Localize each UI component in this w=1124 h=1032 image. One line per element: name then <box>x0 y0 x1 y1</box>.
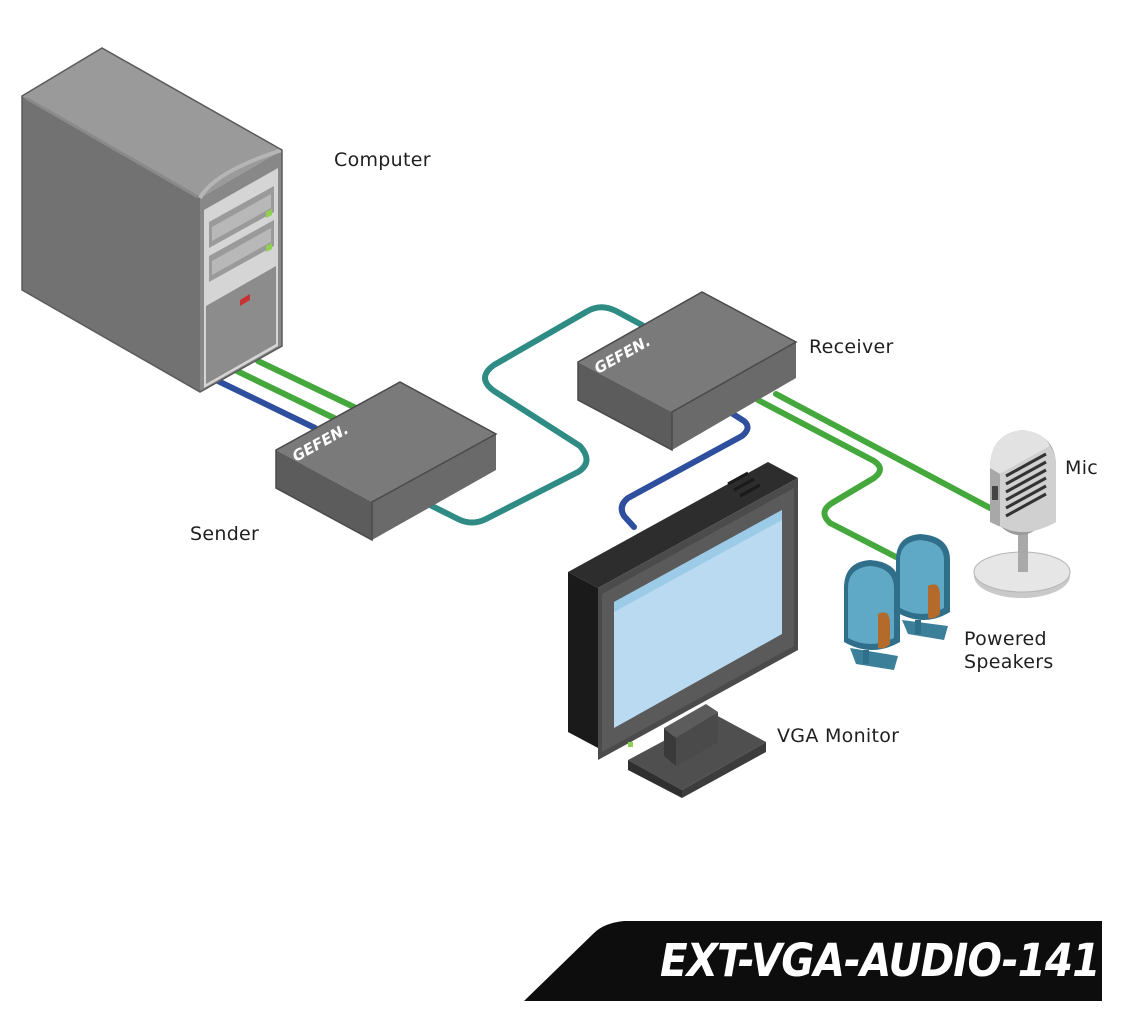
sender-label: Sender <box>190 523 260 545</box>
speaker-left <box>844 560 900 670</box>
powered-speakers-label-line2: Speakers <box>964 651 1054 673</box>
computer-label: Computer <box>334 149 431 171</box>
mic-device <box>973 430 1071 598</box>
powered-speakers-label-line1: Powered <box>964 628 1047 650</box>
vga-cable-receiver-monitor <box>618 411 751 530</box>
receiver-label: Receiver <box>809 336 894 358</box>
cables <box>215 304 993 560</box>
mic-label: Mic <box>1065 457 1099 479</box>
model-banner <box>524 921 1102 1001</box>
audio-cable-computer-sender-1 <box>234 368 341 423</box>
powered-speakers-label: Powered Speakers <box>964 628 1054 674</box>
vga-cable-computer-sender <box>215 378 318 431</box>
audio-cable-computer-sender-2 <box>255 358 359 411</box>
receiver-device: GEFEN. <box>577 291 798 452</box>
vga-monitor <box>568 462 798 798</box>
audio-cable-receiver-mic <box>773 391 993 511</box>
model-name: EXT-VGA-AUDIO-141 <box>660 934 1100 987</box>
computer-tower <box>21 47 283 393</box>
vga-monitor-label: VGA Monitor <box>777 725 900 747</box>
speaker-right <box>896 534 950 640</box>
sender-device: GEFEN. <box>275 381 498 542</box>
cat5-cable <box>427 304 645 526</box>
audio-cable-receiver-speakers <box>755 397 899 560</box>
powered-speakers <box>844 534 950 670</box>
